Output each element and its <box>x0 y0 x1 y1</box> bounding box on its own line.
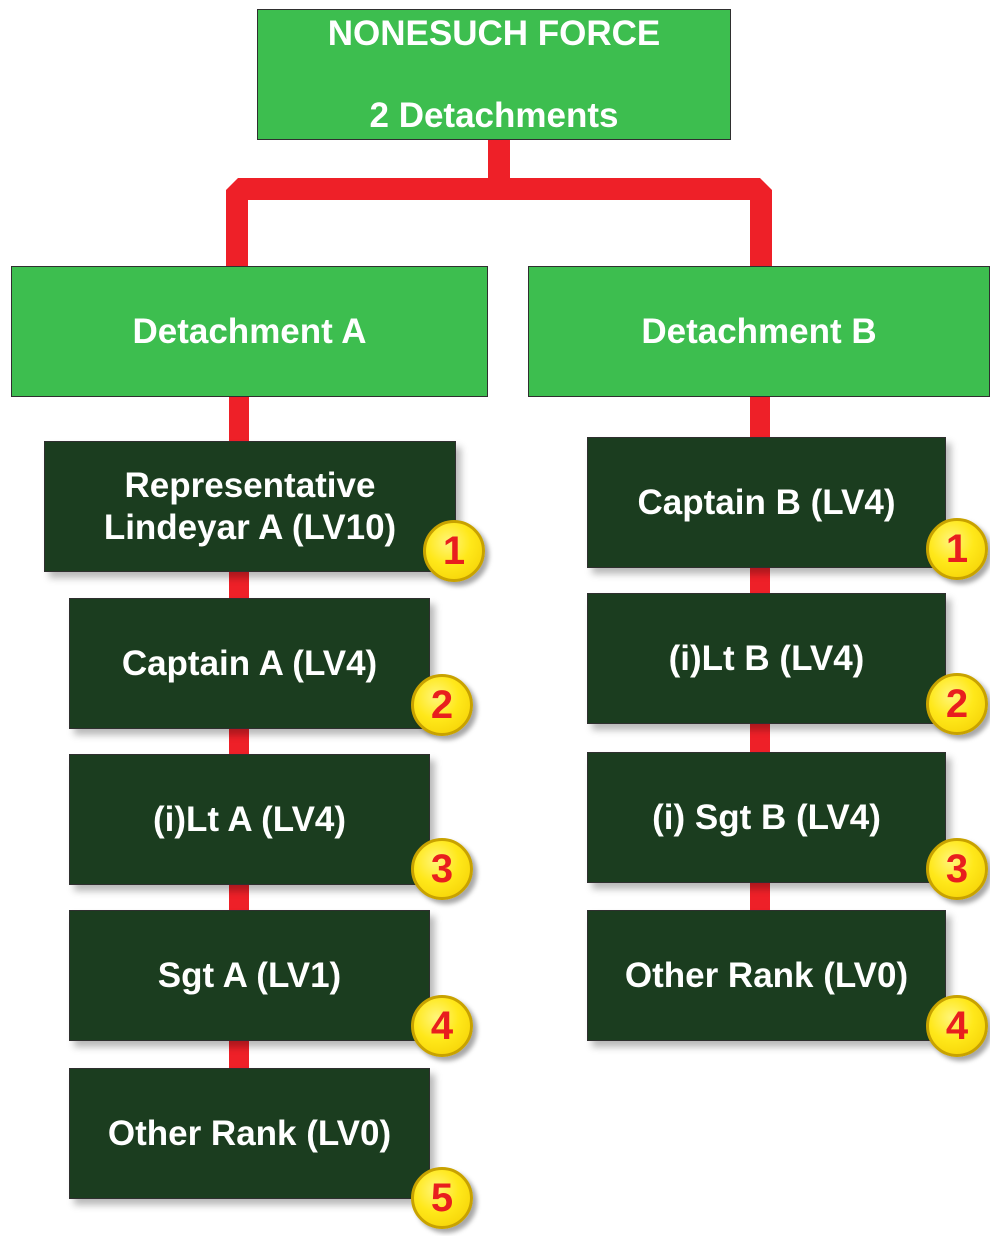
order-badge-a-2: 2 <box>411 674 473 736</box>
detachment-b-label: Detachment B <box>641 311 877 351</box>
order-badge-a-4: 4 <box>411 995 473 1057</box>
member-b-2-label: (i)Lt B (LV4) <box>668 638 865 678</box>
member-a-2: Captain A (LV4) <box>69 598 430 729</box>
member-b-4: Other Rank (LV0) <box>587 910 946 1041</box>
force-subtitle: 2 Detachments <box>369 96 619 136</box>
member-a-1-label: Representative Lindeyar A (LV10) <box>103 466 397 547</box>
order-badge-a-5: 5 <box>411 1167 473 1229</box>
member-b-1-label: Captain B (LV4) <box>637 482 896 522</box>
detachment-a-label: Detachment A <box>132 311 367 351</box>
order-badge-a-1-number: 1 <box>442 528 466 573</box>
order-badge-a-3: 3 <box>411 838 473 900</box>
detachment-a-header: Detachment A <box>11 266 488 397</box>
connector-branch-bar <box>226 178 772 272</box>
member-b-2: (i)Lt B (LV4) <box>587 593 946 724</box>
member-b-3-label: (i) Sgt B (LV4) <box>652 797 881 837</box>
member-a-2-label: Captain A (LV4) <box>121 643 378 683</box>
order-badge-b-1: 1 <box>926 518 988 580</box>
member-a-3-label: (i)Lt A (LV4) <box>152 799 347 839</box>
order-badge-b-4-number: 4 <box>945 1003 969 1048</box>
force-name: NONESUCH FORCE <box>327 13 661 53</box>
order-badge-a-2-number: 2 <box>430 682 454 727</box>
order-badge-b-3-number: 3 <box>945 846 969 891</box>
member-a-4: Sgt A (LV1) <box>69 910 430 1041</box>
order-badge-b-4: 4 <box>926 995 988 1057</box>
order-badge-a-1: 1 <box>423 520 485 582</box>
member-a-4-label: Sgt A (LV1) <box>157 955 342 995</box>
member-b-4-label: Other Rank (LV0) <box>624 955 909 995</box>
member-a-5-label: Other Rank (LV0) <box>107 1113 392 1153</box>
member-a-5: Other Rank (LV0) <box>69 1068 430 1199</box>
order-badge-b-1-number: 1 <box>945 526 969 571</box>
member-a-3: (i)Lt A (LV4) <box>69 754 430 885</box>
member-b-3: (i) Sgt B (LV4) <box>587 752 946 883</box>
order-badge-a-5-number: 5 <box>430 1175 454 1220</box>
order-badge-a-3-number: 3 <box>430 846 454 891</box>
member-b-1: Captain B (LV4) <box>587 437 946 568</box>
order-badge-a-4-number: 4 <box>430 1003 454 1048</box>
order-badge-b-2: 2 <box>926 673 988 735</box>
order-badge-b-3: 3 <box>926 838 988 900</box>
force-title-box: NONESUCH FORCE 2 Detachments <box>257 9 731 140</box>
detachment-b-header: Detachment B <box>528 266 990 397</box>
order-badge-b-2-number: 2 <box>945 681 969 726</box>
member-a-1: Representative Lindeyar A (LV10) <box>44 441 456 572</box>
